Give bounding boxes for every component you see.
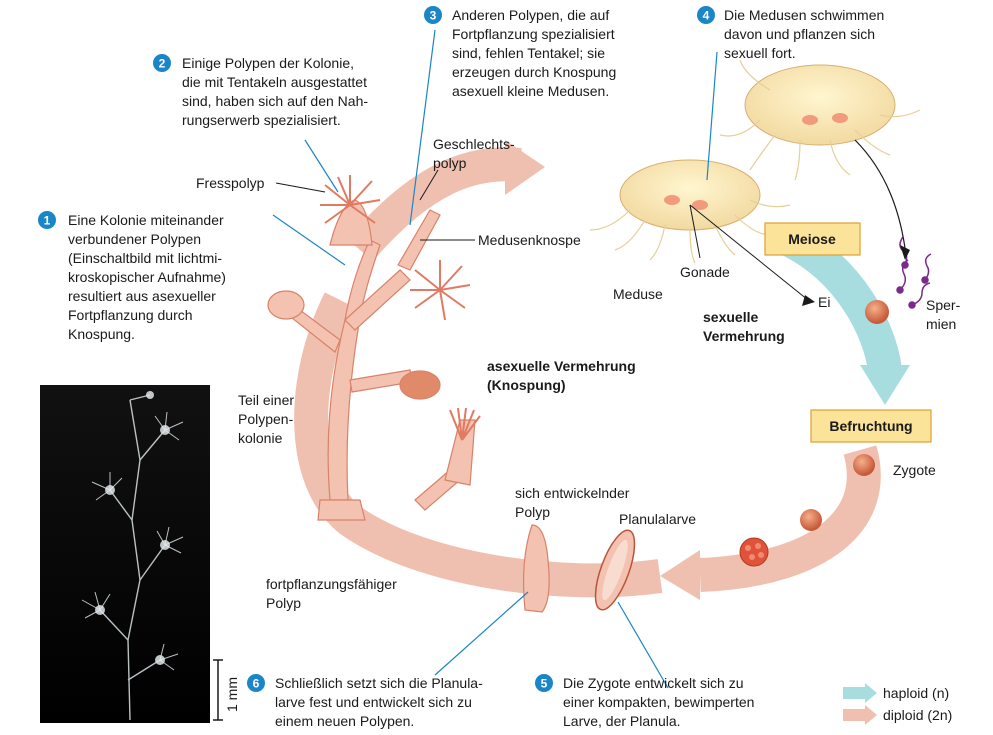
svg-text:Befruchtung: Befruchtung: [829, 418, 912, 434]
svg-text:2: 2: [159, 57, 166, 71]
medusa-large: [719, 59, 921, 181]
svg-text:haploid (n): haploid (n): [883, 685, 949, 701]
label-meduse: Meduse: [613, 286, 663, 302]
step-badge-1: 1: [38, 211, 56, 229]
label-planulalarve: Planulalarve: [619, 511, 696, 527]
label-medusenknospe: Medusenknospe: [478, 232, 581, 248]
svg-text:diploid (2n): diploid (2n): [883, 707, 952, 723]
label-fresspolyp: Fresspolyp: [196, 175, 265, 191]
step-1-text: Eine Kolonie miteinander verbundener Pol…: [68, 212, 230, 342]
label-ei: Ei: [818, 294, 830, 310]
step-badge-6: 6: [247, 674, 265, 692]
step-5-text: Die Zygote entwickelt sich zu einer komp…: [563, 675, 758, 729]
svg-text:Meiose: Meiose: [788, 231, 836, 247]
svg-text:4: 4: [703, 9, 710, 23]
label-geschlechtspolyp: Geschlechts- polyp: [433, 136, 519, 171]
label-sich-entwickelnder-polyp: sich entwickelnder Polyp: [515, 485, 633, 520]
label-teil-kolonie: Teil einer Polypen- kolonie: [238, 392, 298, 446]
sperm-cells: [896, 236, 932, 309]
step-2-text: Einige Polypen der Kolonie, die mit Tent…: [182, 55, 372, 128]
label-fortpflanzungsfaehiger-polyp: fortpflanzungsfähiger Polyp: [266, 576, 401, 611]
scale-bar: 1 mm: [213, 659, 240, 721]
svg-text:1: 1: [44, 214, 51, 228]
feeding-polyp-tentacles: [320, 175, 481, 441]
step-badge-2: 2: [153, 54, 171, 72]
svg-text:6: 6: [253, 677, 260, 691]
zygote-stages: [739, 454, 875, 567]
callout-lines: [272, 29, 718, 689]
step-6-text: Schließlich setzt sich die Planula- larv…: [275, 675, 487, 729]
haploid-cycle-arrow: [781, 224, 910, 405]
legend-diploid: diploid (2n): [843, 705, 952, 725]
label-spermien: Sper- mien: [926, 297, 964, 332]
legend-haploid: haploid (n): [843, 683, 949, 703]
label-sexuelle-vermehrung: sexuelle Vermehrung: [703, 309, 785, 344]
meiose-box: Meiose: [764, 222, 861, 256]
label-zygote: Zygote: [893, 462, 936, 478]
label-lines: [275, 139, 906, 301]
label-asexuelle-vermehrung: asexuelle Vermehrung (Knospung): [487, 358, 640, 393]
medusa-small: [589, 159, 791, 264]
egg-cell: [865, 300, 889, 324]
step-3-text: Anderen Polypen, die auf Fortpflanzung s…: [452, 7, 620, 99]
befruchtung-box: Befruchtung: [810, 409, 932, 443]
step-badge-4: 4: [697, 6, 715, 24]
micrograph-inset: [40, 385, 210, 723]
planula-larva: [594, 529, 636, 611]
step-4-text: Die Medusen schwimmen davon und pflanzen…: [724, 7, 888, 61]
svg-text:3: 3: [430, 9, 437, 23]
step-badge-3: 3: [424, 6, 442, 24]
step-badge-5: 5: [535, 674, 553, 692]
scale-label: 1 mm: [224, 677, 240, 712]
svg-text:5: 5: [541, 677, 548, 691]
polyp-colony: [267, 199, 550, 613]
legend: haploid (n) diploid (2n): [843, 683, 952, 725]
label-gonade: Gonade: [680, 264, 730, 280]
